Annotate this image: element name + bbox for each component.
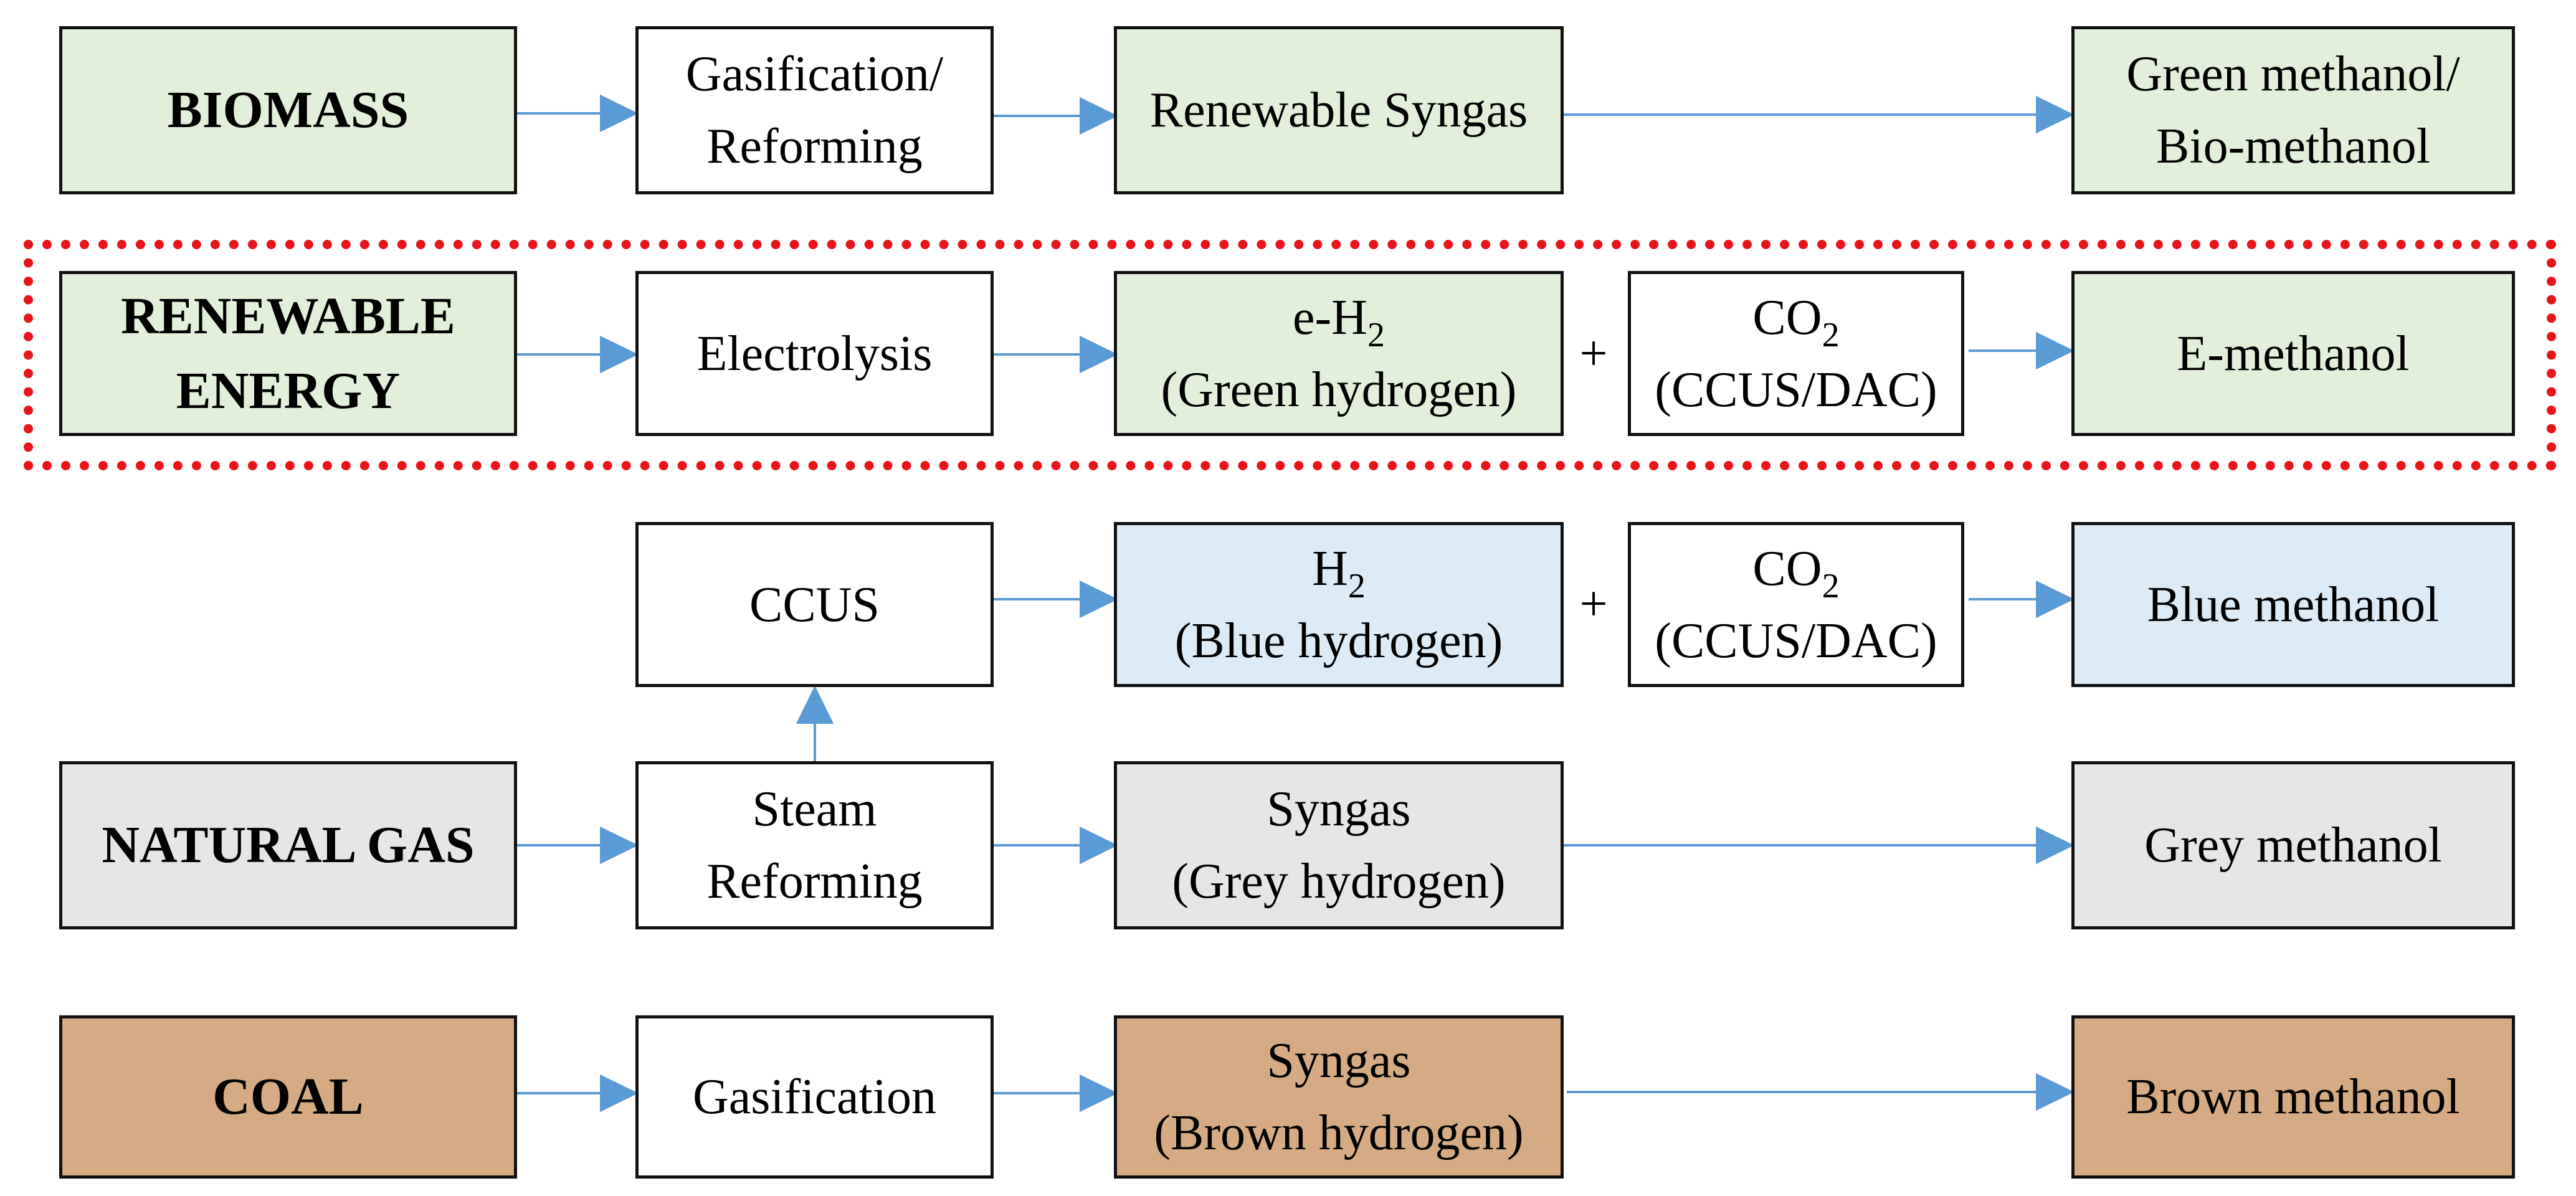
blue-h2-note: (Blue hydrogen) [1174,613,1503,668]
blue-h2-subscript: 2 [1347,566,1366,605]
coal-gasification-label: Gasification [693,1070,936,1124]
green-methanol-box: Green methanol/ Bio-methanol [2071,26,2515,194]
electrolysis-label: Electrolysis [696,326,933,381]
biomass-label: BIOMASS [167,81,409,140]
grey-methanol-label: Grey methanol [2144,818,2442,873]
blue-h2-box: H2 (Blue hydrogen) [1114,522,1564,687]
gasification-reforming-line1: Gasification/ [685,47,944,102]
plus-sign-blue: + [1579,577,1608,632]
coal-label: COAL [212,1068,364,1126]
co2-subscript-renewable: 2 [1822,315,1840,354]
ccus-box: CCUS [635,522,994,687]
grey-syngas-box: Syngas (Grey hydrogen) [1114,761,1564,929]
blue-methanol-label: Blue methanol [2147,577,2440,632]
steam-reforming-line1: Steam [752,782,877,837]
brown-methanol-box: Brown methanol [2071,1015,2515,1179]
coal-gasification-box: Gasification [635,1015,994,1179]
brown-syngas-line2: (Brown hydrogen) [1154,1106,1524,1160]
co2-subscript-blue: 2 [1822,566,1840,605]
e-h2-subscript: 2 [1367,315,1385,354]
grey-syngas-line2: (Grey hydrogen) [1172,854,1506,909]
green-methanol-line1: Green methanol/ [2126,47,2460,102]
renewable-energy-source-box: RENEWABLE ENERGY [59,271,517,436]
brown-methanol-label: Brown methanol [2126,1070,2460,1124]
co2-main-renewable: CO [1752,290,1822,345]
gasification-reforming-box: Gasification/ Reforming [635,26,994,194]
coal-source-box: COAL [59,1015,517,1179]
biomass-source-box: BIOMASS [59,26,517,194]
co2-formula-renewable: CO2 [1752,282,1839,354]
renewable-energy-line1: RENEWABLE [121,287,455,346]
renewable-syngas-label: Renewable Syngas [1149,83,1528,138]
renewable-syngas-box: Renewable Syngas [1114,26,1564,194]
grey-methanol-box: Grey methanol [2071,761,2515,929]
steam-reforming-box: Steam Reforming [635,761,994,929]
co2-box-blue: CO2 (CCUS/DAC) [1628,522,1964,687]
co2-note-blue: (CCUS/DAC) [1655,613,1937,668]
electrolysis-box: Electrolysis [635,271,994,436]
brown-syngas-line1: Syngas [1267,1033,1411,1088]
natural-gas-label: NATURAL GAS [102,816,475,875]
blue-h2-formula: H2 [1312,533,1366,605]
e-h2-box: e-H2 (Green hydrogen) [1114,271,1564,436]
natural-gas-source-box: NATURAL GAS [59,761,517,929]
brown-syngas-box: Syngas (Brown hydrogen) [1114,1015,1564,1179]
e-h2-note: (Green hydrogen) [1161,362,1517,417]
e-h2-prefix: e-H [1293,290,1367,345]
co2-formula-blue: CO2 [1752,533,1839,605]
green-methanol-line2: Bio-methanol [2156,119,2430,174]
steam-reforming-line2: Reforming [706,854,923,909]
renewable-highlight-border [24,240,2556,470]
blue-h2-prefix: H [1312,541,1348,596]
gasification-reforming-line2: Reforming [706,119,923,174]
co2-note-renewable: (CCUS/DAC) [1655,362,1937,417]
plus-sign-renewable: + [1579,326,1608,381]
e-methanol-box: E-methanol [2071,271,2515,436]
grey-syngas-line1: Syngas [1267,782,1411,837]
co2-box-renewable: CO2 (CCUS/DAC) [1628,271,1964,436]
renewable-energy-line2: ENERGY [176,361,401,420]
ccus-label: CCUS [749,577,880,632]
co2-main-blue: CO [1752,541,1822,596]
e-methanol-label: E-methanol [2177,326,2410,381]
blue-methanol-box: Blue methanol [2071,522,2515,687]
e-h2-formula: e-H2 [1293,282,1385,354]
